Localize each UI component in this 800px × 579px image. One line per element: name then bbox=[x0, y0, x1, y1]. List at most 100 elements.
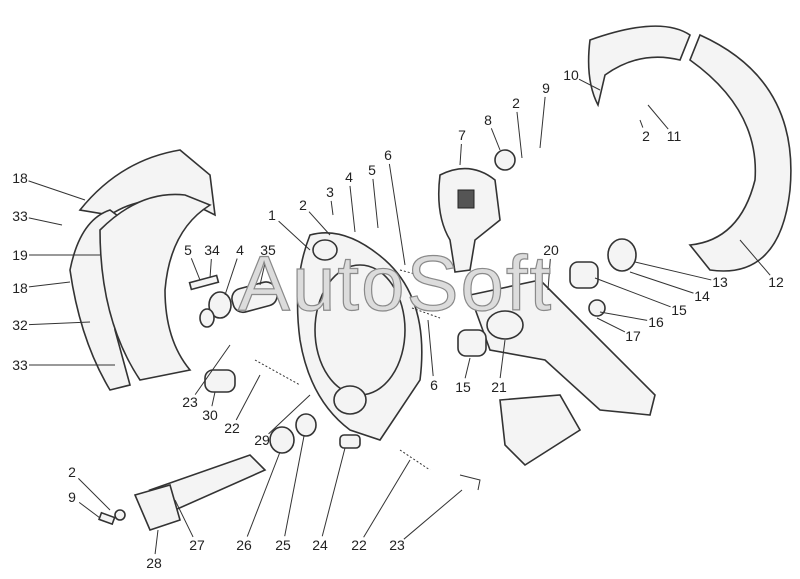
callout-23: 23 bbox=[182, 394, 198, 410]
callout-23: 23 bbox=[389, 537, 405, 553]
callout-17: 17 bbox=[625, 328, 641, 344]
callout-20: 20 bbox=[543, 242, 559, 258]
leader-line bbox=[427, 319, 434, 377]
callout-32: 32 bbox=[12, 317, 28, 333]
leader-line bbox=[499, 339, 506, 379]
mounting-bracket bbox=[499, 394, 582, 467]
leader-line bbox=[321, 447, 346, 537]
leader-line bbox=[154, 529, 159, 555]
callout-6: 6 bbox=[384, 147, 392, 163]
leader-line bbox=[268, 394, 311, 435]
dust-shield-upper bbox=[587, 25, 691, 108]
nut bbox=[588, 299, 606, 317]
bushing bbox=[569, 261, 599, 289]
leader-line bbox=[459, 143, 462, 166]
callout-3: 3 bbox=[326, 184, 334, 200]
callout-19: 19 bbox=[12, 247, 28, 263]
callout-18: 18 bbox=[12, 280, 28, 296]
callout-33: 33 bbox=[12, 208, 28, 224]
leader-line bbox=[211, 391, 216, 407]
adjuster-spline bbox=[457, 189, 475, 209]
callout-24: 24 bbox=[312, 537, 328, 553]
leader-line bbox=[539, 96, 546, 149]
leader-line bbox=[209, 258, 212, 279]
leader-line bbox=[284, 435, 305, 537]
grease-fitting bbox=[339, 434, 361, 449]
seal-ring bbox=[607, 238, 637, 272]
leader-line bbox=[28, 217, 63, 226]
leader-line bbox=[224, 258, 238, 296]
callout-30: 30 bbox=[202, 407, 218, 423]
callout-8: 8 bbox=[484, 112, 492, 128]
bolt bbox=[98, 511, 116, 526]
leader-line bbox=[246, 451, 281, 537]
washer bbox=[208, 291, 232, 319]
callout-21: 21 bbox=[491, 379, 507, 395]
spring bbox=[411, 307, 441, 319]
callout-2: 2 bbox=[642, 128, 650, 144]
carrier-hole bbox=[312, 239, 338, 261]
callout-4: 4 bbox=[236, 242, 244, 258]
callout-5: 5 bbox=[368, 162, 376, 178]
callout-33: 33 bbox=[12, 357, 28, 373]
callout-2: 2 bbox=[512, 95, 520, 111]
callout-28: 28 bbox=[146, 555, 162, 571]
leader-line bbox=[259, 258, 267, 286]
leader-line bbox=[190, 258, 201, 281]
callout-25: 25 bbox=[275, 537, 291, 553]
leader-line bbox=[639, 119, 644, 128]
callout-35: 35 bbox=[260, 242, 276, 258]
callout-4: 4 bbox=[345, 169, 353, 185]
washer bbox=[114, 509, 126, 521]
leader-line bbox=[174, 499, 194, 538]
leader-line bbox=[647, 104, 669, 130]
leader-line bbox=[28, 321, 91, 326]
leader-line bbox=[464, 357, 471, 379]
pin bbox=[188, 274, 220, 291]
leader-line bbox=[330, 200, 334, 216]
washer bbox=[494, 149, 516, 171]
callout-22: 22 bbox=[351, 537, 367, 553]
callout-12: 12 bbox=[768, 274, 784, 290]
leader-line bbox=[594, 277, 671, 308]
leader-line bbox=[634, 261, 712, 281]
spring bbox=[399, 269, 431, 279]
watermark: AutoSoft bbox=[237, 238, 554, 327]
callout-9: 9 bbox=[542, 80, 550, 96]
return-spring bbox=[254, 359, 301, 386]
washer bbox=[269, 426, 295, 454]
leader-line bbox=[388, 163, 406, 266]
leader-line bbox=[547, 258, 551, 291]
callout-7: 7 bbox=[458, 127, 466, 143]
callout-27: 27 bbox=[189, 537, 205, 553]
callout-34: 34 bbox=[204, 242, 220, 258]
bushing bbox=[457, 329, 487, 357]
cam-head bbox=[133, 484, 181, 531]
leader-line bbox=[629, 271, 694, 294]
spring-clip bbox=[459, 474, 481, 491]
spring bbox=[399, 449, 431, 471]
callout-15: 15 bbox=[671, 302, 687, 318]
callout-13: 13 bbox=[712, 274, 728, 290]
callout-6: 6 bbox=[430, 377, 438, 393]
callout-16: 16 bbox=[648, 314, 664, 330]
callout-9: 9 bbox=[68, 489, 76, 505]
callout-18: 18 bbox=[12, 170, 28, 186]
leader-line bbox=[578, 78, 601, 91]
callout-14: 14 bbox=[694, 288, 710, 304]
callout-2: 2 bbox=[68, 464, 76, 480]
callout-22: 22 bbox=[224, 420, 240, 436]
leader-line bbox=[278, 220, 311, 251]
leader-line bbox=[349, 185, 356, 233]
dust-shield bbox=[688, 33, 792, 272]
seal bbox=[295, 413, 317, 437]
leader-line bbox=[490, 128, 501, 151]
anchor-pin-bushing bbox=[231, 281, 278, 314]
callout-29: 29 bbox=[254, 432, 270, 448]
part-shape bbox=[28, 78, 771, 555]
leader-line bbox=[516, 111, 523, 159]
callout-1: 1 bbox=[268, 207, 276, 223]
callout-5: 5 bbox=[184, 242, 192, 258]
